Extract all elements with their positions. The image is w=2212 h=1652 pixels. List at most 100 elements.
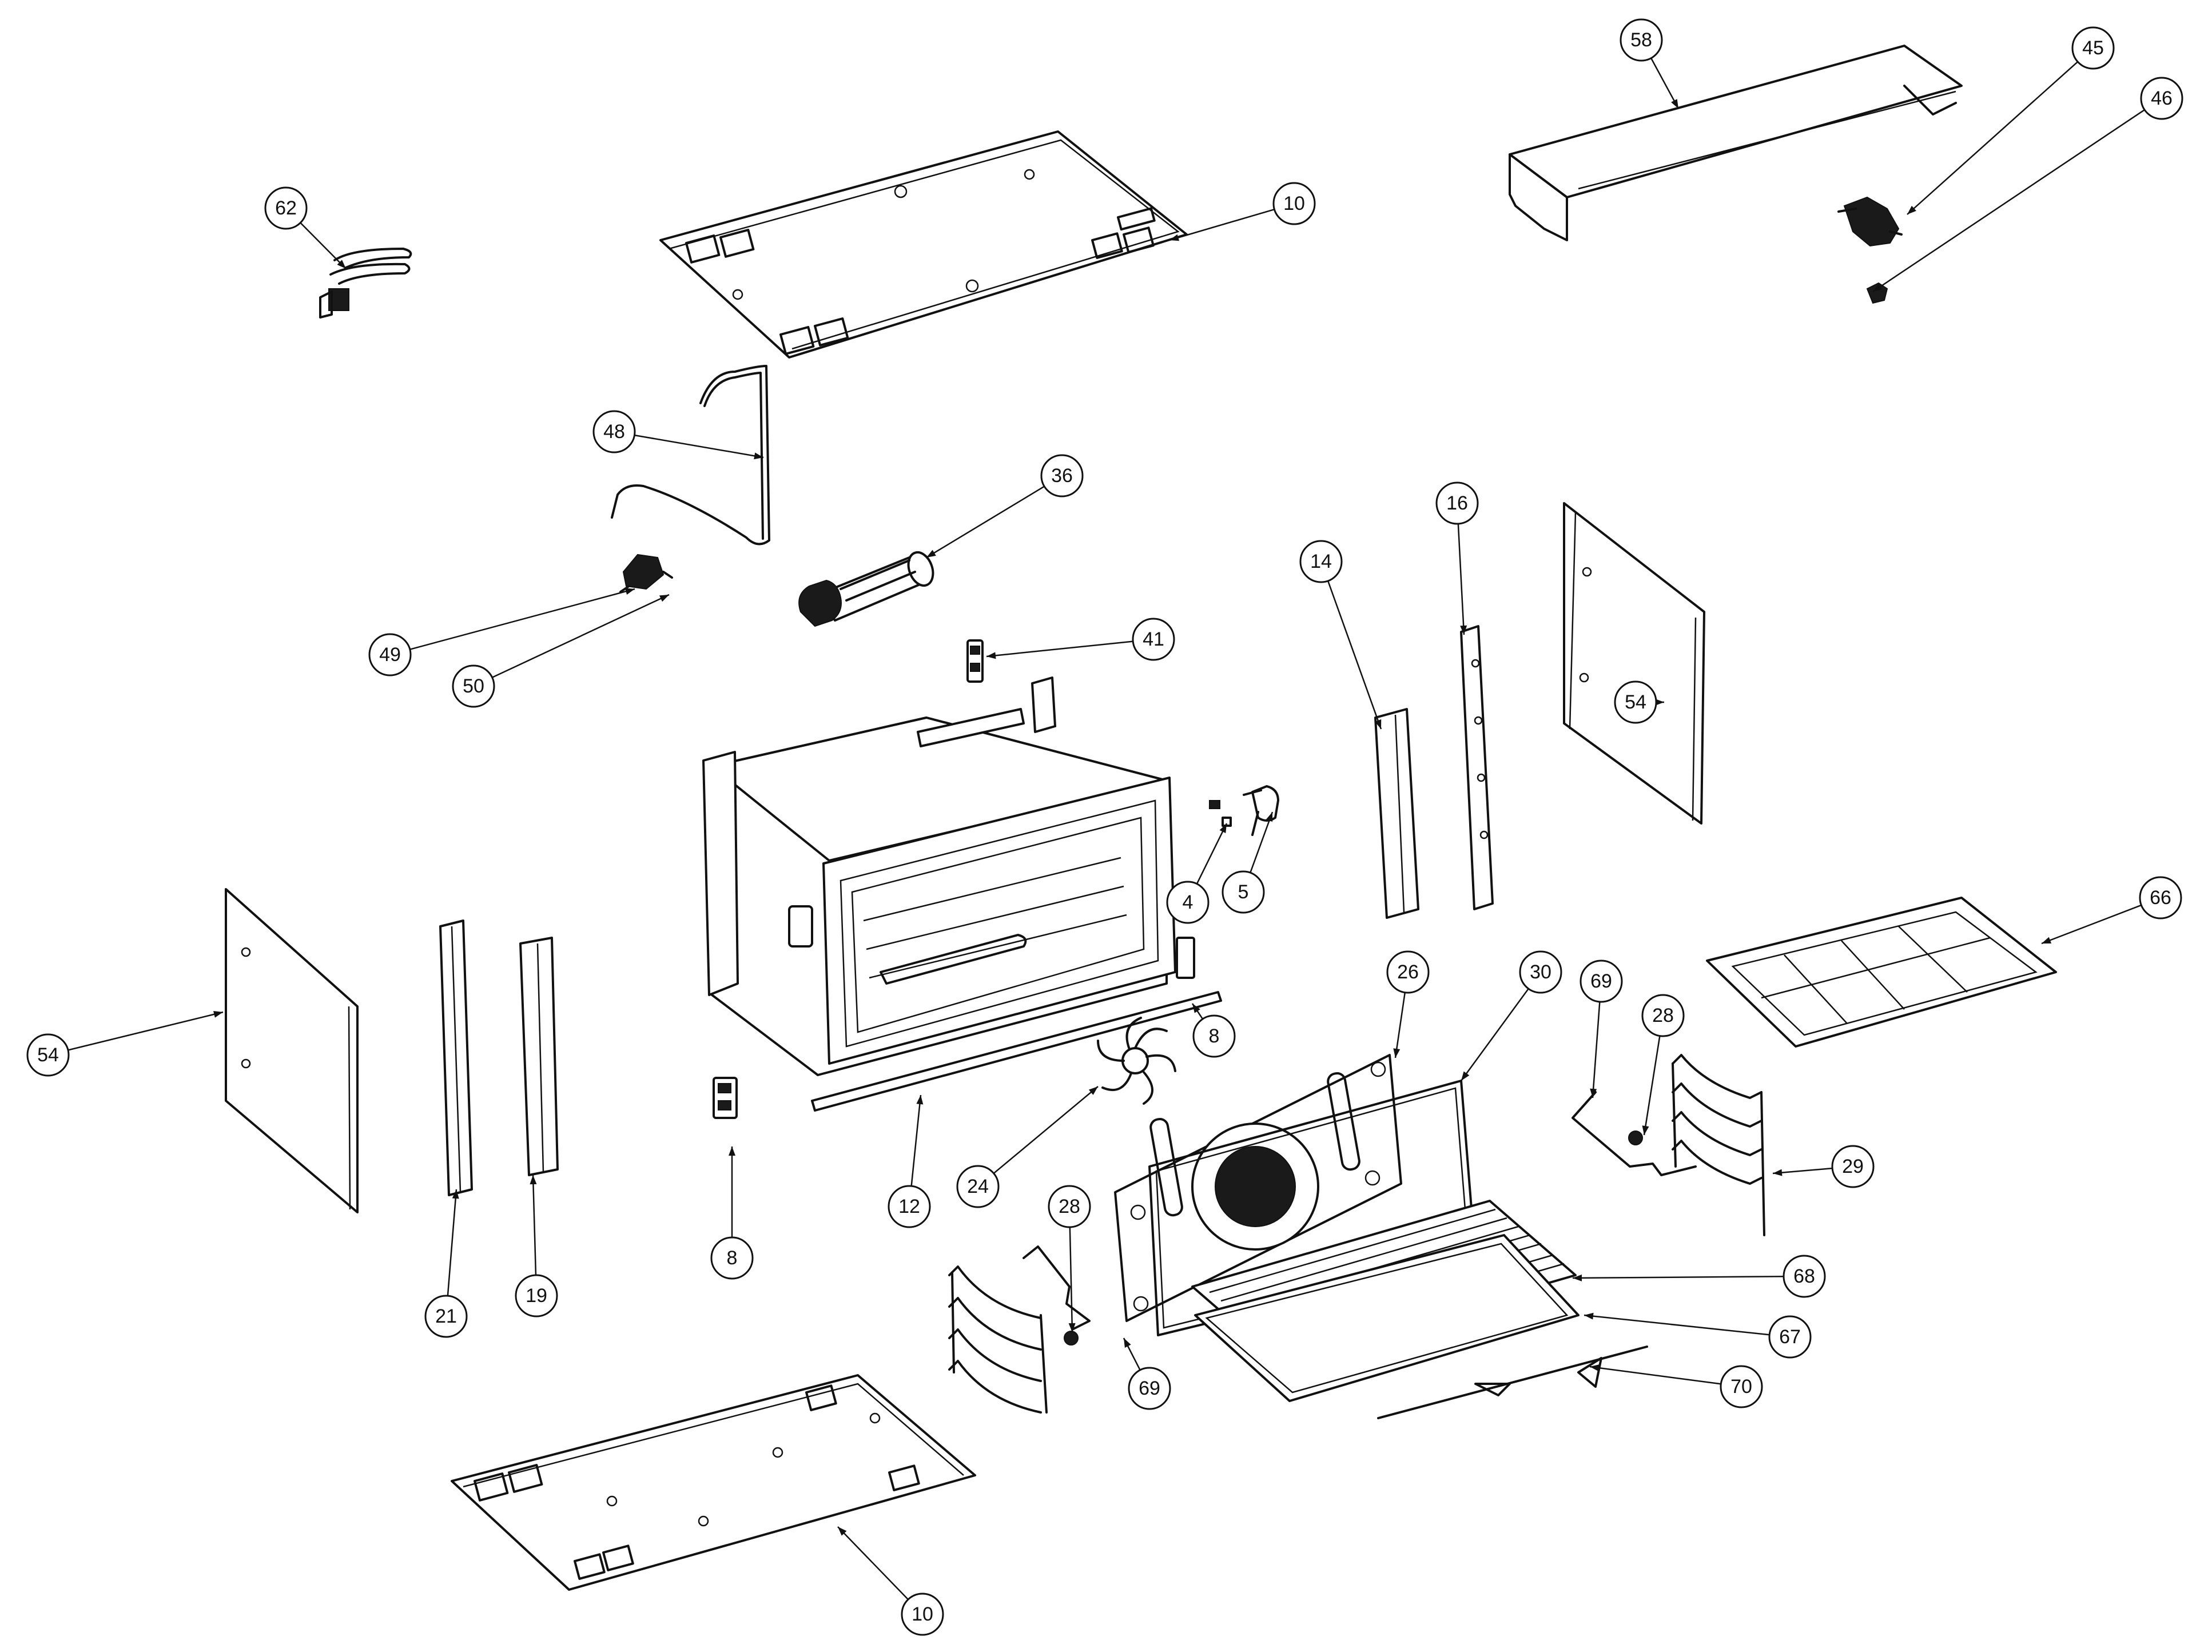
- callout-number: 46: [2151, 87, 2173, 109]
- part-baking-tray: [1194, 1234, 1580, 1402]
- part-front-bottom-strip: [811, 991, 1222, 1112]
- callout-leader-line: [1394, 992, 1406, 1058]
- callout-number: 50: [463, 675, 484, 697]
- callout-circle: [1222, 870, 1265, 914]
- callout-leader-line: [1250, 811, 1274, 873]
- callout-arrowhead: [1655, 699, 1664, 706]
- callout-number: 62: [275, 197, 297, 219]
- callout-arrowhead: [1374, 719, 1382, 729]
- part-side-panel-right: [1563, 502, 1705, 825]
- callout-arrowhead: [1169, 234, 1180, 241]
- part-side-panel-left: [225, 888, 359, 1213]
- callout-leader-line: [1907, 61, 2079, 215]
- callout-circle: [901, 1593, 944, 1636]
- callout-28: 28: [1641, 994, 1685, 1136]
- callout-circle: [264, 186, 308, 230]
- callout-67: 67: [1584, 1312, 1812, 1359]
- callout-arrowhead: [1460, 625, 1467, 635]
- callout-arrowhead: [1671, 99, 1678, 109]
- callout-19: 19: [515, 1175, 558, 1317]
- callout-arrowhead: [1192, 1004, 1200, 1013]
- callout-number: 58: [1630, 29, 1652, 51]
- callout-circle: [1614, 680, 1657, 724]
- callout-4: 4: [1166, 823, 1228, 924]
- part-convection-fan-blade: [1097, 1017, 1176, 1105]
- part-side-rail-14: [1374, 708, 1419, 919]
- callout-70: 70: [1589, 1364, 1763, 1408]
- callout-arrowhead: [916, 1095, 924, 1105]
- part-rotisserie-spit: [1377, 1346, 1648, 1419]
- callout-circle: [1435, 481, 1479, 525]
- callout-number: 4: [1183, 891, 1193, 913]
- callout-number: 45: [2082, 37, 2104, 59]
- callout-circle: [1620, 18, 1663, 62]
- part-shelf-runners-left: [948, 1265, 1048, 1414]
- callout-arrowhead: [452, 1189, 459, 1199]
- part-side-rail-16: [1460, 625, 1494, 910]
- callout-arrowhead: [530, 1175, 537, 1185]
- callout-arrowhead: [1068, 1323, 1076, 1332]
- part-shelf-runners-right: [1672, 1054, 1765, 1236]
- callout-circle: [1831, 1145, 1875, 1188]
- part-enamel-tray: [1706, 897, 2057, 1048]
- callout-leader-line: [1457, 523, 1465, 635]
- callout-circle: [888, 1185, 931, 1228]
- callout-circle: [956, 1165, 1000, 1208]
- callout-14: 14: [1299, 540, 1382, 730]
- part-element-bracket: [619, 554, 673, 593]
- part-top-cover-panel: [659, 130, 1188, 359]
- callout-circle: [1386, 950, 1430, 994]
- callout-arrowhead: [838, 1527, 847, 1536]
- part-clip-8-left: [713, 1077, 738, 1119]
- callout-leader-line: [926, 485, 1045, 559]
- callout-41: 41: [986, 618, 1175, 661]
- callout-arrowhead: [1642, 1125, 1649, 1135]
- callout-circle: [368, 633, 412, 676]
- callout-28: 28: [1048, 1185, 1091, 1333]
- callout-circle: [1720, 1365, 1763, 1408]
- callout-leader-line: [910, 1094, 922, 1187]
- callout-26: 26: [1386, 950, 1430, 1058]
- callout-circle: [1128, 1367, 1171, 1410]
- callout-54: 54: [1614, 680, 1664, 724]
- part-switch-knob-pin: [1866, 282, 1888, 304]
- callout-circle: [592, 410, 636, 453]
- callout-leader-line: [1772, 1167, 1833, 1175]
- callout-50: 50: [452, 594, 670, 708]
- callout-leader-line: [1169, 208, 1275, 241]
- part-rear-fan-cover: [1114, 1054, 1402, 1322]
- callout-arrowhead: [1773, 1169, 1783, 1176]
- callout-number: 69: [1590, 970, 1612, 992]
- callout-leader-line: [1196, 823, 1228, 885]
- callout-10: 10: [1169, 182, 1316, 241]
- callout-circle: [1299, 540, 1343, 583]
- callout-number: 67: [1779, 1326, 1801, 1348]
- part-side-rail-19: [519, 937, 559, 1176]
- callout-arrowhead: [2042, 937, 2052, 944]
- callout-69: 69: [1123, 1337, 1171, 1410]
- callout-circle: [452, 664, 495, 708]
- callout-leader-line: [1572, 1276, 1784, 1279]
- callout-arrowhead: [1590, 1364, 1600, 1372]
- callout-circle: [2071, 26, 2115, 70]
- callout-leader-line: [1069, 1227, 1073, 1333]
- callout-arrowhead: [1393, 1048, 1401, 1058]
- callout-leader-line: [67, 1011, 224, 1051]
- callout-36: 36: [926, 454, 1084, 559]
- part-cooling-fan-motor: [798, 551, 934, 627]
- callout-arrowhead: [1219, 823, 1227, 834]
- callout-number: 68: [1793, 1265, 1815, 1287]
- callout-66: 66: [2041, 876, 2182, 945]
- callout-number: 41: [1143, 628, 1164, 650]
- callout-8: 8: [1191, 1003, 1236, 1058]
- part-bottom-cover-panel: [451, 1374, 976, 1591]
- callout-arrowhead: [986, 652, 996, 659]
- callout-number: 54: [1625, 691, 1646, 713]
- callout-number: 36: [1051, 465, 1073, 487]
- callout-arrowhead: [1573, 1274, 1582, 1281]
- callout-number: 29: [1842, 1156, 1864, 1177]
- callout-arrowhead: [1590, 1088, 1597, 1098]
- callout-69: 69: [1580, 960, 1623, 1098]
